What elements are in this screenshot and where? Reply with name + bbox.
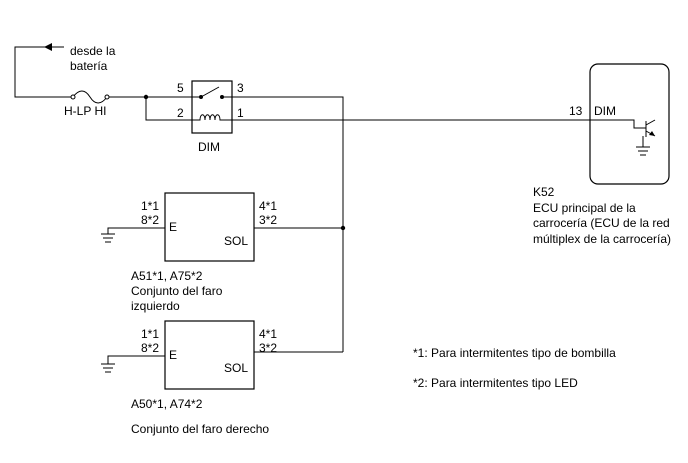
fuse-label: H-LP HI: [64, 104, 106, 118]
right-headlight-name-line1: Conjunto del faro derecho: [131, 422, 269, 436]
battery-wire: [14, 46, 73, 98]
right-headlight-pin-4: 4*1: [259, 327, 277, 341]
coil-icon: [192, 114, 232, 121]
right-headlight-terminal-sol: SOL: [224, 361, 248, 375]
note-bulb-type: *1: Para intermitentes tipo de bombilla: [413, 346, 616, 360]
footnotes: *1: Para intermitentes tipo de bombilla …: [413, 346, 616, 390]
switch-icon: [200, 86, 220, 98]
right-headlight-box: [164, 320, 255, 390]
fuse-icon: [72, 90, 108, 104]
fuse: H-LP HI: [64, 90, 110, 118]
left-headlight-pin-8: 8*2: [141, 213, 159, 227]
relay-box: [191, 80, 233, 134]
battery-label-line1: desde la: [70, 44, 116, 58]
emitter-arrow-icon: [649, 131, 655, 136]
left-headlight-pin-3: 3*2: [259, 213, 277, 227]
fuse-terminal: [104, 94, 110, 100]
ecu-box: [589, 63, 670, 185]
left-headlight-name-line2: izquierdo: [131, 299, 180, 313]
ecu-code: K52: [533, 185, 555, 199]
left-headlight-code: A51*1, A75*2: [131, 269, 203, 283]
left-headlight-ground-wire: [107, 227, 165, 234]
left-headlight-terminal-e: E: [169, 220, 177, 234]
left-headlight-name-line1: Conjunto del faro: [131, 284, 223, 298]
left-headlight-box: [164, 192, 255, 262]
right-headlight: 1*1 8*2 4*1 3*2 E SOL A50*1, A74*2 Conju…: [101, 320, 343, 436]
left-headlight-pin-1: 1*1: [141, 199, 159, 213]
relay-coil-feed-wire: [145, 97, 192, 121]
left-headlight-pin-4: 4*1: [259, 199, 277, 213]
ecu-name-line1: ECU principal de la: [533, 201, 636, 215]
transistor-collector: [645, 119, 656, 126]
ecu-pin-name: DIM: [594, 104, 616, 118]
right-headlight-pin-3: 3*2: [259, 341, 277, 355]
ground-icon: [101, 363, 115, 373]
headlight-bus-wire: [232, 96, 344, 352]
relay-pin-2: 2: [177, 106, 184, 120]
note-led-type: *2: Para intermitentes tipo LED: [413, 376, 578, 390]
right-headlight-terminal-e: E: [169, 348, 177, 362]
relay-pin-3: 3: [237, 81, 244, 95]
left-headlight-terminal-sol: SOL: [224, 234, 248, 248]
left-headlight: 1*1 8*2 4*1 3*2 E SOL A51*1, A75*2 Conju…: [101, 192, 343, 313]
right-headlight-pin-8: 8*2: [141, 341, 159, 355]
right-headlight-pin-1: 1*1: [141, 327, 159, 341]
arrow-icon: [44, 43, 52, 51]
right-headlight-code: A50*1, A74*2: [131, 397, 203, 411]
ground-icon: [636, 146, 650, 156]
ground-icon: [101, 233, 115, 243]
transistor-base-wire: [590, 119, 646, 129]
ecu-k52: 13 DIM K52 ECU principal de la carrocerí…: [533, 63, 671, 246]
relay-pin-1: 1: [237, 106, 244, 120]
ecu-name-line2: carrocería (ECU de la red: [533, 216, 670, 230]
battery-feed: desde la batería: [14, 43, 116, 98]
right-headlight-ground-wire: [107, 355, 165, 364]
fuse-terminal: [70, 94, 76, 100]
ecu-name-line3: múltiplex de la carrocería): [533, 232, 671, 246]
relay-pin-5: 5: [177, 81, 184, 95]
battery-label-line2: batería: [70, 59, 108, 73]
relay-label: DIM: [198, 140, 220, 154]
dim-relay: 5 3 2 1 DIM: [177, 80, 244, 154]
ecu-pin-number: 13: [569, 104, 583, 118]
